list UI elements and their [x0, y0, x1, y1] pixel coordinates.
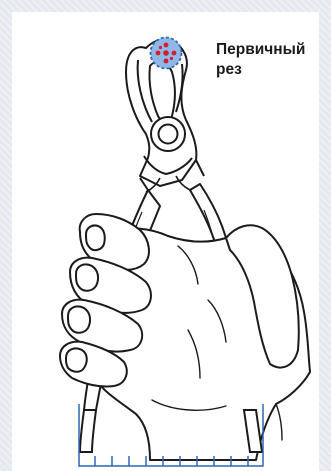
hand [60, 214, 310, 460]
cut-label-line2: рез [216, 60, 328, 80]
cut-label: Первичный рез [216, 40, 328, 80]
cut-point-marker-icon [151, 38, 182, 69]
cut-label-line1: Первичный [216, 40, 328, 60]
